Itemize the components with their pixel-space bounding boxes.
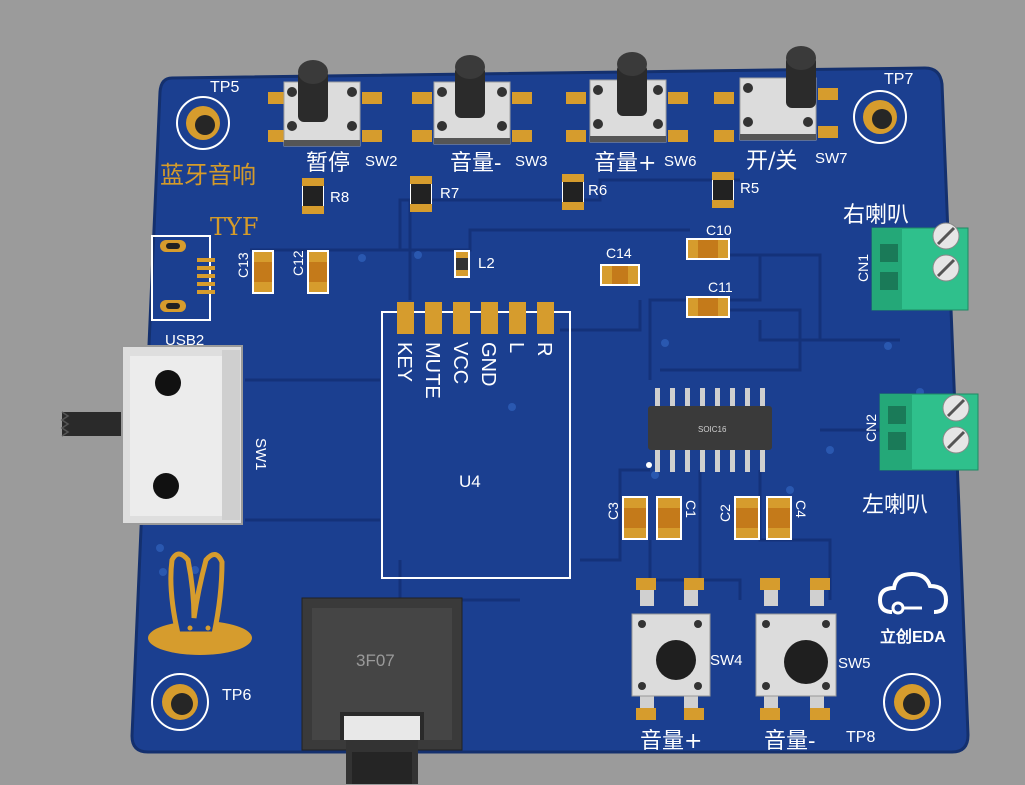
r7-label: R7 [440, 185, 459, 202]
l2-label: L2 [478, 255, 495, 272]
lceda-logo [877, 571, 949, 615]
resistor-r5 [712, 172, 734, 208]
c4-label: C4 [793, 500, 809, 518]
terminal-block-cn2 [879, 393, 979, 471]
capacitor-c14 [600, 264, 640, 286]
tactile-switch-sw6[interactable] [566, 52, 688, 143]
tp7-label: TP7 [884, 71, 913, 88]
test-point-tp8 [883, 673, 941, 731]
tp6-label: TP6 [222, 687, 251, 704]
inductor-l2 [454, 250, 470, 278]
sw3-caption: 音量- [450, 151, 501, 176]
audio-jack [301, 597, 463, 784]
u4-label: U4 [459, 472, 481, 491]
slide-switch-sw1[interactable] [60, 345, 243, 525]
amplifier-ic-soic16 [646, 388, 772, 472]
tactile-switch-sw3[interactable] [412, 55, 532, 145]
tactile-switch-sw5[interactable] [755, 578, 837, 720]
r6-label: R6 [588, 182, 607, 199]
u4-pin-vcc: VCC [449, 342, 471, 384]
u4-pin-gnd: GND [477, 342, 499, 386]
usb-label: USB2 [165, 332, 204, 349]
capacitor-c13 [252, 250, 274, 294]
sw5-caption: 音量- [764, 729, 815, 754]
capacitor-c11 [686, 296, 730, 318]
tp5-label: TP5 [210, 79, 239, 96]
sw2-ref: SW2 [365, 153, 398, 170]
usb-port [151, 235, 215, 321]
copper-traces [245, 178, 900, 602]
u4-pin-mute: MUTE [421, 342, 443, 399]
cn1-caption: 右喇叭 [843, 203, 909, 228]
sw4-ref: SW4 [710, 652, 743, 669]
tactile-switch-sw2[interactable] [268, 60, 382, 147]
u4-pin-key: KEY [393, 342, 415, 382]
board-brand: TYF [210, 213, 259, 241]
sw3-ref: SW3 [515, 153, 548, 170]
board-title: 蓝牙音响 [160, 161, 256, 189]
c10-label: C10 [706, 222, 732, 238]
c2-label: C2 [717, 504, 733, 522]
sw1-label: SW1 [252, 438, 269, 471]
jack-label: 3F07 [356, 651, 395, 670]
terminal-block-cn1 [871, 222, 969, 311]
u4-pin-l: L [505, 342, 527, 353]
sw2-caption: 暂停 [306, 151, 350, 176]
sw6-ref: SW6 [664, 153, 697, 170]
c14-label: C14 [606, 245, 632, 261]
sw5-ref: SW5 [838, 655, 871, 672]
test-point-tp6 [151, 673, 209, 731]
r8-label: R8 [330, 189, 349, 206]
sw7-ref: SW7 [815, 150, 848, 167]
cn1-label: CN1 [855, 254, 871, 282]
test-point-tp5 [176, 96, 230, 150]
resistor-r7 [410, 176, 432, 212]
c12-label: C12 [290, 250, 306, 276]
sw7-caption: 开/关 [746, 149, 797, 174]
u4-pin-r: R [533, 342, 555, 356]
sw4-caption: 音量+ [640, 729, 702, 754]
resistor-r6 [562, 174, 584, 210]
tactile-switch-sw4[interactable] [631, 578, 711, 720]
capacitor-c3 [622, 496, 648, 540]
capacitor-c12 [307, 250, 329, 294]
rabbit-logo [148, 551, 252, 655]
cn2-caption: 左喇叭 [862, 493, 928, 518]
test-point-tp7 [853, 90, 907, 144]
c11-label: C11 [708, 279, 733, 295]
tactile-switch-sw7[interactable] [714, 46, 838, 142]
lceda-logo-text: 立创EDA [880, 627, 946, 646]
cn2-label: CN2 [863, 414, 879, 442]
capacitor-c2 [734, 496, 760, 540]
bluetooth-module-u4 [381, 302, 571, 579]
c3-label: C3 [605, 502, 621, 520]
capacitor-c10 [686, 238, 730, 260]
tp8-label: TP8 [846, 729, 875, 746]
resistor-r8 [302, 178, 324, 214]
c1-label: C1 [683, 500, 699, 518]
c13-label: C13 [235, 252, 251, 278]
ic-package-label: SOIC16 [698, 425, 727, 434]
capacitor-c1 [656, 496, 682, 540]
pcb-board [130, 66, 970, 754]
r5-label: R5 [740, 180, 759, 197]
capacitor-c4 [766, 496, 792, 540]
vias [156, 251, 924, 576]
sw6-caption: 音量+ [594, 151, 656, 176]
